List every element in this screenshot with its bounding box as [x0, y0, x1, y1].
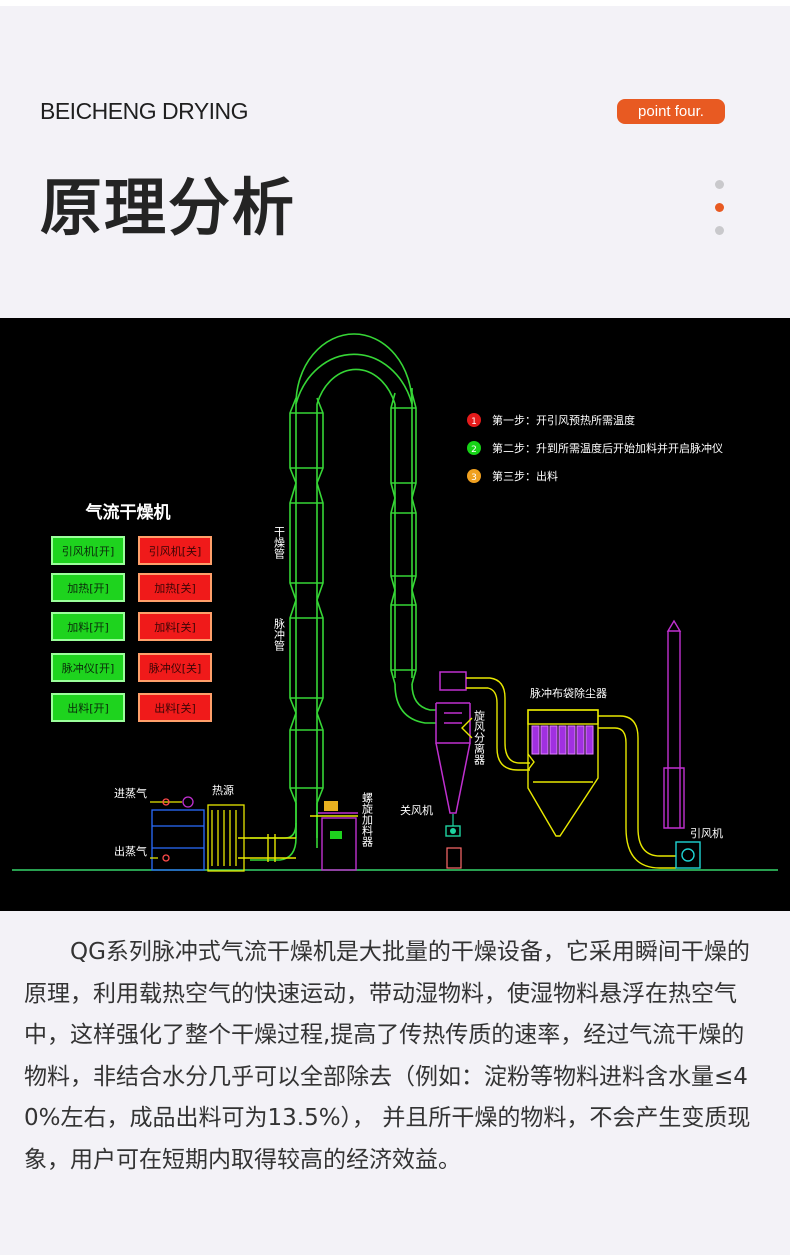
panel-button-pulse-on[interactable]: 脉冲仪[开] — [51, 653, 125, 682]
panel-button-discharge-on[interactable]: 出料[开] — [51, 693, 125, 722]
step-1-num: 1 — [471, 417, 477, 427]
panel-button-feed-on[interactable]: 加料[开] — [51, 612, 125, 641]
panel-button-fan-off[interactable]: 引风机[关] — [138, 536, 212, 565]
svg-text:加料[关]: 加料[关] — [154, 620, 196, 634]
dryer-diagram: 1 第一步：开引风预热所需温度 2 第二步：升到所需温度后开始加料并开启脉冲仪 … — [0, 318, 790, 911]
step-1: 1 第一步：开引风预热所需温度 — [467, 413, 635, 427]
label-pulse-tube: 脉冲管 — [273, 617, 286, 652]
label-steam-in: 进蒸气 — [114, 786, 147, 800]
svg-text:脉冲仪[开]: 脉冲仪[开] — [62, 661, 115, 675]
step-2-text: 第二步：升到所需温度后开始加料并开启脉冲仪 — [492, 441, 723, 455]
step-3-badge-icon — [467, 469, 481, 483]
page-title: 原理分析 — [40, 171, 297, 244]
label-heat-source: 热源 — [212, 783, 234, 797]
pager-dot-3[interactable] — [715, 226, 724, 235]
step-3-num: 3 — [471, 473, 477, 483]
panel-button-pulse-off[interactable]: 脉冲仪[关] — [138, 653, 212, 682]
panel-button-heat-on[interactable]: 加热[开] — [51, 573, 125, 602]
label-fan: 引风机 — [690, 826, 723, 840]
step-1-badge-icon — [467, 413, 481, 427]
label-steam-out: 出蒸气 — [114, 844, 147, 858]
label-drying-tube: 干燥管 — [273, 526, 286, 560]
svg-text:引风机[开]: 引风机[开] — [62, 544, 115, 558]
screw-feeder-hopper — [310, 801, 358, 839]
pulse-bag-filter — [527, 709, 676, 869]
step-3: 3 第三步：出料 — [467, 469, 558, 483]
label-screw-feeder: 螺旋加料器 — [361, 792, 374, 848]
svg-text:脉冲仪[关]: 脉冲仪[关] — [149, 661, 202, 675]
step-1-text: 第一步：开引风预热所需温度 — [492, 413, 635, 427]
panel-button-heat-off[interactable]: 加热[关] — [138, 573, 212, 602]
filter-bags — [531, 725, 594, 755]
cyclone-separator — [435, 671, 471, 814]
air-lock-valve — [445, 814, 462, 869]
step-2-num: 2 — [471, 445, 477, 455]
description-text: QG系列脉冲式气流干燥机是大批量的干燥设备，它采用瞬间干燥的原理，利用载热空气的… — [24, 939, 751, 1173]
top-divider — [0, 0, 790, 6]
exhaust-stack — [663, 619, 685, 829]
steam-heater — [150, 796, 205, 871]
svg-text:出料[关]: 出料[关] — [154, 701, 196, 715]
svg-text:加料[开]: 加料[开] — [67, 620, 109, 634]
step-3-text: 第三步：出料 — [492, 469, 558, 483]
inlet-duct — [238, 834, 296, 862]
label-bag-filter: 脉冲布袋除尘器 — [530, 686, 607, 700]
cyclone-outlet-duct — [461, 677, 535, 771]
heat-source — [207, 804, 245, 872]
brand-name: BEICHENG DRYING — [40, 98, 249, 124]
panel-title: 气流干燥机 — [85, 502, 171, 523]
point-badge: point four. — [617, 99, 725, 124]
svg-text:加热[开]: 加热[开] — [67, 582, 109, 595]
fan-unit — [675, 841, 701, 869]
step-2-badge-icon — [467, 441, 481, 455]
step-2: 2 第二步：升到所需温度后开始加料并开启脉冲仪 — [467, 441, 723, 455]
panel-button-feed-off[interactable]: 加料[关] — [138, 612, 212, 641]
svg-text:出料[开]: 出料[开] — [67, 701, 109, 715]
description-paragraph: QG系列脉冲式气流干燥机是大批量的干燥设备，它采用瞬间干燥的原理，利用载热空气的… — [24, 932, 759, 1181]
pager-dot-2-active[interactable] — [715, 203, 724, 212]
label-cyclone: 旋风分离器 — [473, 709, 486, 766]
pager-dot-1[interactable] — [715, 180, 724, 189]
screw-feeder — [318, 812, 358, 871]
label-air-lock: 关风机 — [400, 803, 433, 817]
panel-button-fan-on[interactable]: 引风机[开] — [51, 536, 125, 565]
svg-text:引风机[关]: 引风机[关] — [149, 544, 202, 558]
svg-text:加热[关]: 加热[关] — [154, 581, 196, 595]
panel-button-discharge-off[interactable]: 出料[关] — [138, 693, 212, 722]
drying-tube-loop — [250, 333, 436, 861]
